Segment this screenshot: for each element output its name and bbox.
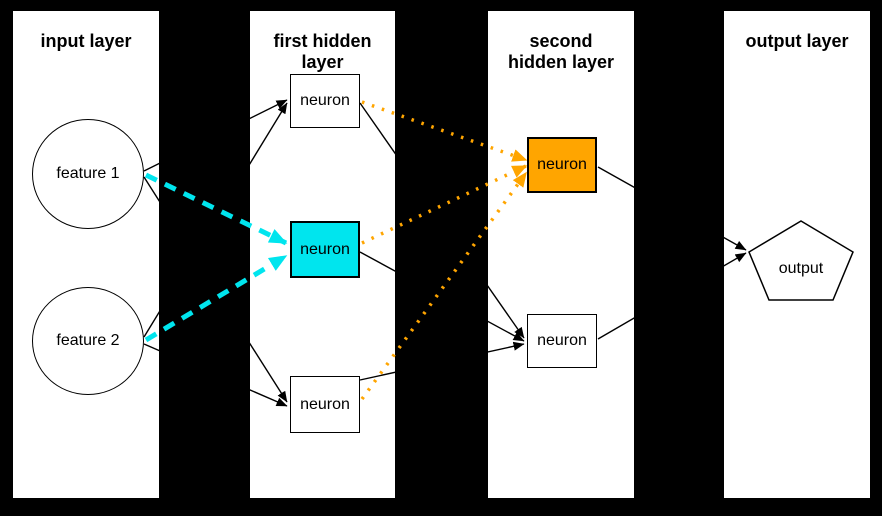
node-label: output bbox=[778, 260, 824, 277]
node-hidden1-neuron-bottom: neuron bbox=[290, 376, 360, 433]
edge-h1-top-to-h2-bot bbox=[359, 102, 525, 339]
edge-h2-bot-to-output-node bbox=[597, 252, 747, 340]
node-label: neuron bbox=[300, 240, 350, 258]
title-line: input layer bbox=[40, 31, 132, 51]
node-label: neuron bbox=[537, 332, 587, 349]
node-label: neuron bbox=[537, 156, 587, 173]
title-line: first hidden bbox=[273, 31, 372, 51]
node-output: output bbox=[743, 216, 859, 304]
second-hidden-layer-title: second hidden layer bbox=[488, 31, 634, 73]
edge-h1-mid-to-h2-top bbox=[361, 164, 528, 245]
edge-h1-mid-to-h2-bot bbox=[359, 251, 525, 342]
edge-feature-1-to-h1-mid bbox=[144, 172, 288, 246]
node-label: neuron bbox=[300, 395, 350, 413]
node-label: feature 2 bbox=[56, 332, 120, 349]
edge-h1-top-to-h2-top bbox=[361, 100, 528, 162]
title-line: output layer bbox=[745, 31, 849, 51]
pentagon-shape bbox=[748, 220, 854, 301]
title-line: hidden layer bbox=[507, 52, 615, 72]
node-hidden1-neuron-top: neuron bbox=[290, 74, 360, 128]
output-layer-title: output layer bbox=[724, 31, 870, 52]
node-hidden1-neuron-middle-highlighted: neuron bbox=[290, 221, 360, 278]
edge-feature-1-to-h1-bot bbox=[143, 176, 288, 403]
edge-feature-1-to-h1-top bbox=[143, 99, 288, 172]
edge-h2-top-to-output-node bbox=[597, 166, 747, 251]
title-line: layer bbox=[301, 52, 344, 72]
edge-h1-bot-to-h2-top bbox=[360, 171, 528, 401]
node-feature-2: feature 2 bbox=[32, 287, 144, 395]
title-line: second bbox=[529, 31, 593, 51]
input-layer-title: input layer bbox=[13, 31, 159, 52]
edge-feature-2-to-h1-mid bbox=[144, 253, 288, 343]
first-hidden-layer-title: first hidden layer bbox=[250, 31, 395, 73]
node-hidden2-neuron-bottom: neuron bbox=[527, 314, 597, 368]
node-feature-1: feature 1 bbox=[32, 119, 144, 229]
node-hidden2-neuron-top-highlighted: neuron bbox=[527, 137, 597, 193]
edge-feature-2-to-h1-top bbox=[143, 102, 288, 338]
node-label: feature 1 bbox=[56, 165, 120, 182]
panel-input-layer: input layer bbox=[13, 11, 159, 498]
edge-h1-bot-to-h2-bot bbox=[359, 341, 525, 381]
edge-feature-2-to-h1-bot bbox=[143, 343, 288, 407]
node-label: neuron bbox=[300, 92, 350, 109]
panel-second-hidden-layer: second hidden layer bbox=[488, 11, 634, 498]
